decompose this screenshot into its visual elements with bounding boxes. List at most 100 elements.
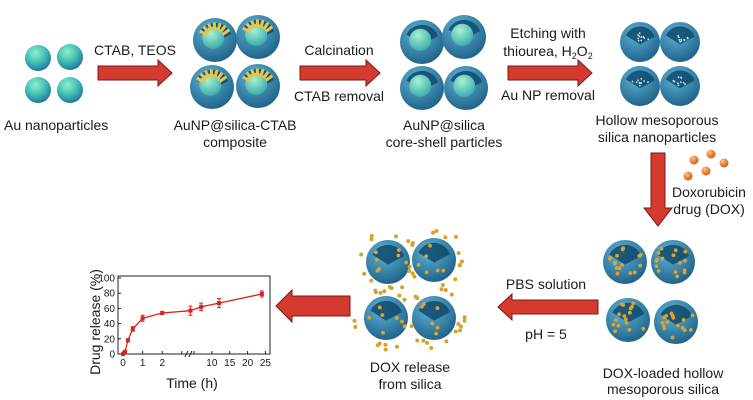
- pore: [637, 39, 640, 42]
- dox-in-particle: [617, 312, 621, 317]
- coreshell-particles-group: [400, 15, 488, 110]
- y-tick-label: 40: [104, 319, 116, 330]
- dox-released: [458, 328, 463, 333]
- hollow-particle: [660, 66, 700, 106]
- dox-in-particle: [675, 274, 680, 279]
- composite-particle: [236, 15, 280, 59]
- dox-in-particle: [611, 322, 616, 327]
- x-tick-label: 15: [224, 358, 236, 369]
- process-arrow-pbs: [497, 292, 599, 322]
- dox-released: [359, 252, 364, 257]
- dox-in-particle: [669, 311, 674, 316]
- dox-in-particle: [434, 331, 439, 336]
- dox-in-particle: [662, 326, 667, 331]
- dox-loaded-particle: [654, 300, 698, 344]
- dox-in-particle: [430, 321, 435, 326]
- pore: [643, 80, 645, 82]
- dox-in-particle: [367, 315, 371, 320]
- process-arrow-1: [97, 58, 173, 88]
- dox-in-particle: [632, 270, 637, 275]
- dox-released: [407, 269, 412, 274]
- ctab-rod: [262, 70, 270, 80]
- au-nanoparticles-group: [25, 44, 83, 103]
- dox-in-particle: [615, 271, 620, 276]
- dox-released: [440, 283, 445, 288]
- composite-particle: [190, 65, 234, 109]
- pore: [677, 76, 680, 79]
- ctab-rod: [264, 25, 274, 33]
- dox-in-particle: [396, 253, 401, 258]
- shell-cavity: [372, 244, 405, 265]
- dox-release-group: [352, 228, 467, 352]
- dox-released: [439, 287, 444, 292]
- hollow-particle: [620, 66, 660, 106]
- dox-in-particle: [394, 316, 399, 320]
- dox-released: [456, 321, 461, 326]
- dox-loaded-particle: [651, 240, 695, 284]
- dox-released: [407, 264, 412, 269]
- pore: [640, 36, 643, 39]
- au-core: [453, 74, 476, 97]
- composite-particle: [236, 64, 280, 108]
- shell-cavity: [418, 300, 451, 321]
- dox-molecule: [689, 155, 699, 165]
- dox-in-particle: [681, 317, 686, 322]
- y-tick-label: 80: [104, 289, 116, 300]
- dox-released: [425, 340, 430, 345]
- dox-in-particle: [654, 264, 659, 269]
- shell-cavity: [370, 300, 403, 321]
- label-step-au-removal: Au NP removal: [501, 87, 595, 103]
- y-tick-label: 100: [98, 274, 115, 285]
- coreshell-particle: [442, 15, 486, 59]
- dox-released: [400, 285, 405, 290]
- dox-in-particle: [419, 304, 424, 309]
- label-loaded-line2: mesoporous silica: [606, 381, 720, 397]
- label-step-ctab-removal: CTAB removal: [294, 88, 384, 104]
- dox-in-particle: [683, 258, 687, 263]
- dox-in-particle: [396, 248, 401, 253]
- dox-in-particle: [381, 330, 385, 335]
- au-core: [451, 23, 474, 46]
- ctab-rod: [264, 74, 274, 82]
- dox-released: [415, 338, 420, 343]
- y-tick-label: 20: [104, 334, 116, 345]
- data-point: [130, 326, 135, 331]
- hollow-silica-group: [620, 22, 700, 106]
- dox-released: [382, 289, 387, 294]
- dox-released: [449, 292, 454, 297]
- dox-released: [410, 271, 415, 276]
- au-core: [409, 28, 432, 51]
- dox-in-particle: [665, 320, 670, 324]
- dox-released: [453, 234, 458, 239]
- dox-released: [443, 288, 448, 293]
- label-dox-line2: drug (DOX): [673, 201, 745, 217]
- dox-in-particle: [615, 253, 619, 258]
- dox-in-particle: [629, 305, 634, 309]
- dox-released: [373, 288, 378, 293]
- data-point: [121, 352, 125, 356]
- dox-released: [431, 230, 436, 235]
- dox-released: [456, 251, 461, 256]
- pore: [637, 79, 639, 82]
- dox-in-particle: [627, 310, 632, 315]
- x-tick-label: 2: [159, 358, 165, 369]
- dox-in-particle: [441, 268, 446, 273]
- dox-released: [406, 239, 411, 244]
- ctab-rod: [218, 75, 228, 83]
- dox-loaded-particle: [603, 240, 647, 284]
- label-release-line1: DOX release: [369, 359, 451, 375]
- dox-in-particle: [660, 256, 665, 261]
- dox-loaded-silica-group: [603, 240, 698, 344]
- dox-in-particle: [400, 319, 404, 324]
- dox-in-particle: [424, 270, 429, 275]
- ctab-rod: [199, 29, 208, 37]
- shell-cavity: [625, 26, 655, 45]
- dox-in-particle: [662, 315, 667, 320]
- ctab-rod: [221, 28, 231, 36]
- dox-released: [459, 259, 464, 264]
- dox-released: [410, 242, 415, 247]
- chart-series-line: [122, 293, 263, 355]
- dox-in-particle: [424, 254, 429, 259]
